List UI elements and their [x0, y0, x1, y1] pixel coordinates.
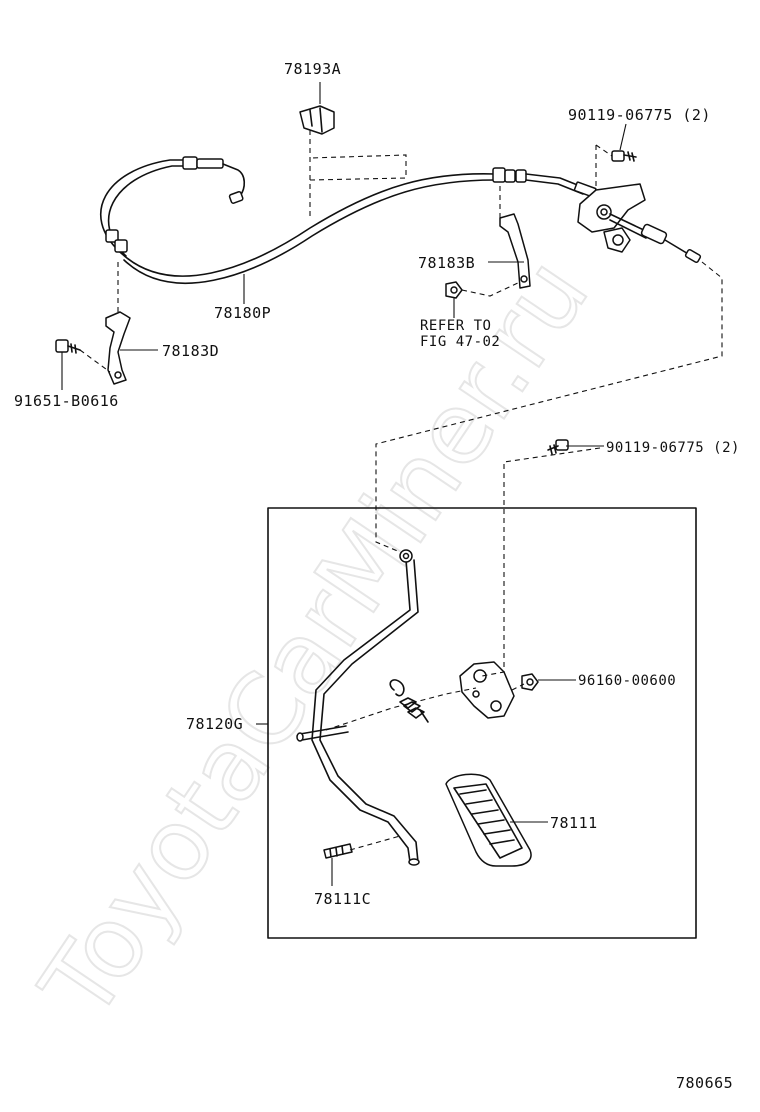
- label-78111C: 78111C: [314, 890, 371, 908]
- return-spring: [389, 679, 429, 723]
- nut-96160: [521, 673, 539, 691]
- leader-lines: [61, 82, 627, 886]
- label-78183B: 78183B: [418, 254, 475, 272]
- refer-note-line-1: REFER TO: [420, 318, 491, 334]
- dashed-lines: [79, 130, 723, 851]
- pedal-assembly-box: [267, 507, 697, 939]
- throttle-bracket: [577, 183, 702, 263]
- label-78180P: 78180P: [214, 304, 271, 322]
- accelerator-cable: [100, 156, 597, 284]
- pedal-pad-78111: [445, 773, 532, 867]
- refer-note-line-2: FIG 47-02: [420, 334, 500, 350]
- label-91651: 91651-B0616: [14, 392, 119, 410]
- label-90119-top: 90119-06775 (2): [568, 106, 711, 124]
- pedal-arm-78120G: [296, 549, 420, 866]
- label-96160: 96160-00600: [578, 673, 676, 689]
- bracket-78183B: [499, 213, 531, 289]
- pin-78111C: [323, 843, 353, 859]
- bracket-78183D: [105, 311, 131, 385]
- pedal-pivot-bracket: [459, 661, 515, 719]
- label-90119-mid: 90119-06775 (2): [606, 440, 740, 456]
- bolt-90119-top: [611, 150, 637, 162]
- bolt-91651: [55, 339, 81, 354]
- label-78111: 78111: [550, 814, 598, 832]
- bolt-90119-mid: [547, 439, 569, 455]
- label-78193A: 78193A: [284, 60, 341, 78]
- clamp-78193A: [299, 105, 335, 135]
- figure-number: 780665: [676, 1074, 733, 1092]
- nut-fig-47-02: [445, 281, 463, 299]
- label-78183D: 78183D: [162, 342, 219, 360]
- label-78120G: 78120G: [186, 715, 243, 733]
